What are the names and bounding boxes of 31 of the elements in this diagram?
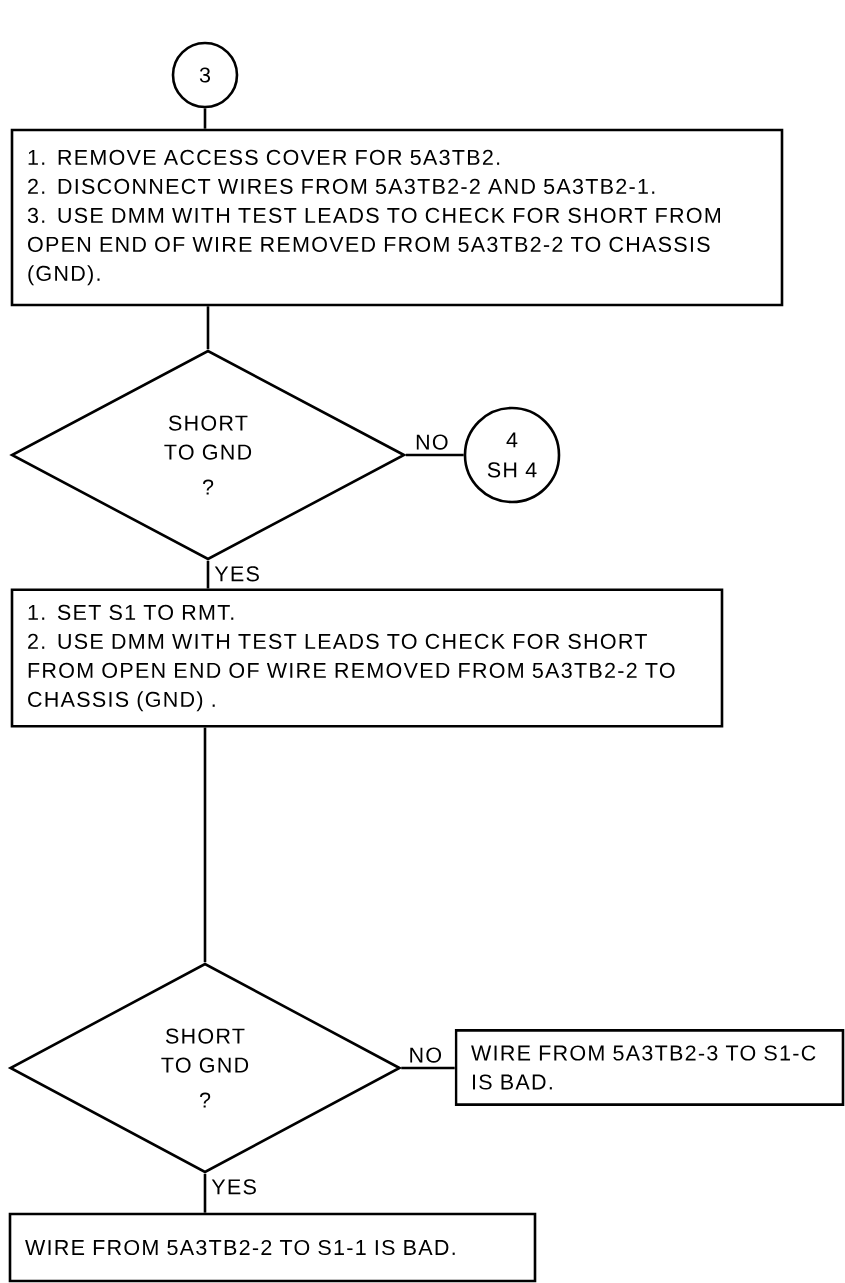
edge-label: YES — [214, 566, 259, 582]
step-text: WIRE FROM 5A3TB2-2 TO S1-1 IS BAD. — [25, 1239, 455, 1256]
node-text: ? — [202, 479, 214, 495]
connector-line — [405, 453, 464, 457]
edge-label: NO — [410, 1047, 442, 1063]
edge-label: NO — [416, 434, 448, 450]
connector-line — [206, 560, 210, 589]
process-box — [10, 588, 724, 728]
step-text: 3. USE DMM WITH TEST LEADS TO CHECK FOR SHORT FROM OPEN END OF WIRE REMOVED FROM 5A3TB2-2 TO CHASSIS (GND). — [27, 207, 720, 286]
connector-circle — [463, 406, 561, 504]
process-box — [10, 128, 784, 307]
connector-circle — [171, 41, 239, 109]
process-box — [8, 1212, 537, 1283]
node-text: 3 — [199, 67, 211, 83]
connector-line — [203, 1173, 207, 1213]
connector-line — [206, 306, 210, 350]
connector-line — [203, 727, 207, 963]
edge-label: YES — [211, 1179, 256, 1195]
node-text: SHORT TO GND — [164, 415, 252, 460]
node-text: ? — [199, 1092, 211, 1108]
node-text: 4 — [506, 432, 518, 448]
connector-line — [203, 108, 207, 129]
process-box — [454, 1029, 845, 1106]
step-text: 2. DISCONNECT WIRES FROM 5A3TB2-2 AND 5A3TB2-1. — [28, 178, 655, 194]
step-text: 1. REMOVE ACCESS COVER FOR 5A3TB2. — [28, 149, 500, 165]
node-text: SHORT TO GND — [161, 1028, 249, 1073]
step-text: WIRE FROM 5A3TB2-3 TO S1-C IS BAD. — [471, 1045, 816, 1090]
connector-line — [401, 1066, 455, 1070]
step-text: 1. SET S1 TO RMT. — [28, 604, 234, 620]
step-text: 2. USE DMM WITH TEST LEADS TO CHECK FOR SHORT FROM OPEN END OF WIRE REMOVED FROM 5A3TB2-2 TO CHASSIS (GND) . — [28, 633, 675, 712]
node-text: SH 4 — [487, 462, 537, 478]
